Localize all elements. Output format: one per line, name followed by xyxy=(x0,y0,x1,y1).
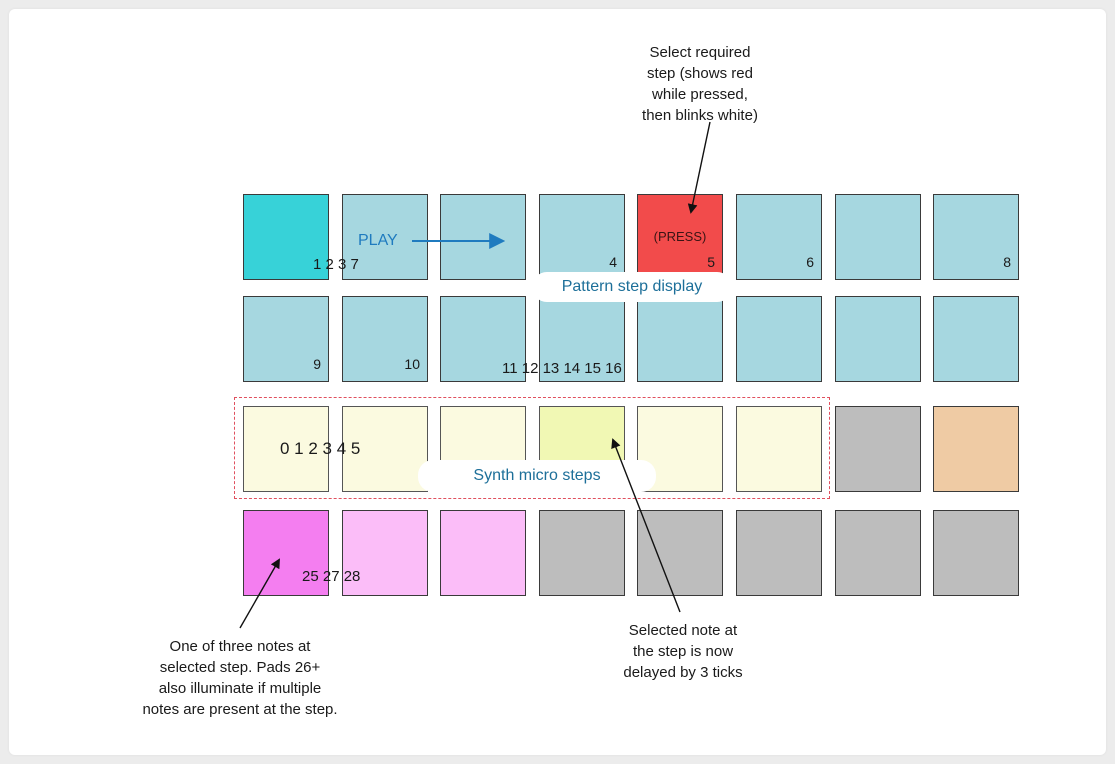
pad-row1-4[interactable]: 4 xyxy=(539,194,625,280)
one-of-three-notes-note: One of three notes at selected step. Pad… xyxy=(142,638,338,718)
pad-row4-5[interactable] xyxy=(637,510,723,596)
pad-row4-8[interactable] xyxy=(933,510,1019,596)
pad-row2-8[interactable] xyxy=(933,296,1019,382)
pad-row2-7[interactable] xyxy=(835,296,921,382)
pad-number-label: 6 xyxy=(806,254,814,270)
pad-number-label: 10 xyxy=(404,356,420,372)
selected-note-arrow xyxy=(611,438,681,613)
pad-row2-1[interactable]: 9 xyxy=(243,296,329,382)
pad-number-label: 9 xyxy=(313,356,321,372)
pad-row4-4[interactable] xyxy=(539,510,625,596)
pad-row2-3[interactable] xyxy=(440,296,526,382)
pad-row2-5[interactable] xyxy=(637,296,723,382)
pad-inner-label: (PRESS) xyxy=(653,229,707,244)
pattern-step-display-callout: Pattern step display xyxy=(532,272,732,302)
pad-row3-1[interactable] xyxy=(243,406,329,492)
select-step-arrow xyxy=(687,121,711,214)
select-step-note: Select required step (shows red while pr… xyxy=(642,44,758,124)
pad-row1-8[interactable]: 8 xyxy=(933,194,1019,280)
one-of-three-arrow xyxy=(239,558,280,629)
pad-number-label: 5 xyxy=(707,254,715,270)
pad-row3-7[interactable] xyxy=(835,406,921,492)
pad-row4-3[interactable] xyxy=(440,510,526,596)
pad-row1-6[interactable]: 6 xyxy=(736,194,822,280)
pad-number-label: 4 xyxy=(609,254,617,270)
pad-row3-8[interactable] xyxy=(933,406,1019,492)
pad-row4-1[interactable] xyxy=(243,510,329,596)
selected-note-delay-note: Selected note at the step is now delayed… xyxy=(623,622,743,681)
diagram-frame xyxy=(9,9,1106,755)
pad-row1-7[interactable] xyxy=(835,194,921,280)
row4-pad-numbers: 25 27 28 xyxy=(302,568,361,585)
pad-row4-2[interactable] xyxy=(342,510,428,596)
pad-row2-6[interactable] xyxy=(736,296,822,382)
micro-steps-dashed-box xyxy=(234,397,830,499)
pad-row1-3[interactable] xyxy=(440,194,526,280)
pad-row4-6[interactable] xyxy=(736,510,822,596)
pad-row1-1[interactable] xyxy=(243,194,329,280)
pad-row2-2[interactable]: 10 xyxy=(342,296,428,382)
pad-row3-2[interactable] xyxy=(342,406,428,492)
synth-micro-steps-callout: Synth micro steps xyxy=(418,460,656,492)
micro-step-numbers: 0 1 2 3 4 5 xyxy=(280,439,361,458)
pad-row1-2[interactable] xyxy=(342,194,428,280)
pad-row3-6[interactable] xyxy=(736,406,822,492)
play-label: PLAY xyxy=(358,232,398,249)
pad-number-label: 8 xyxy=(1003,254,1011,270)
pad-row4-7[interactable] xyxy=(835,510,921,596)
row1-step-numbers: 1 2 3 7 xyxy=(313,256,359,273)
row2-step-numbers: 11 12 13 14 15 16 xyxy=(502,360,622,377)
pad-row2-4[interactable] xyxy=(539,296,625,382)
